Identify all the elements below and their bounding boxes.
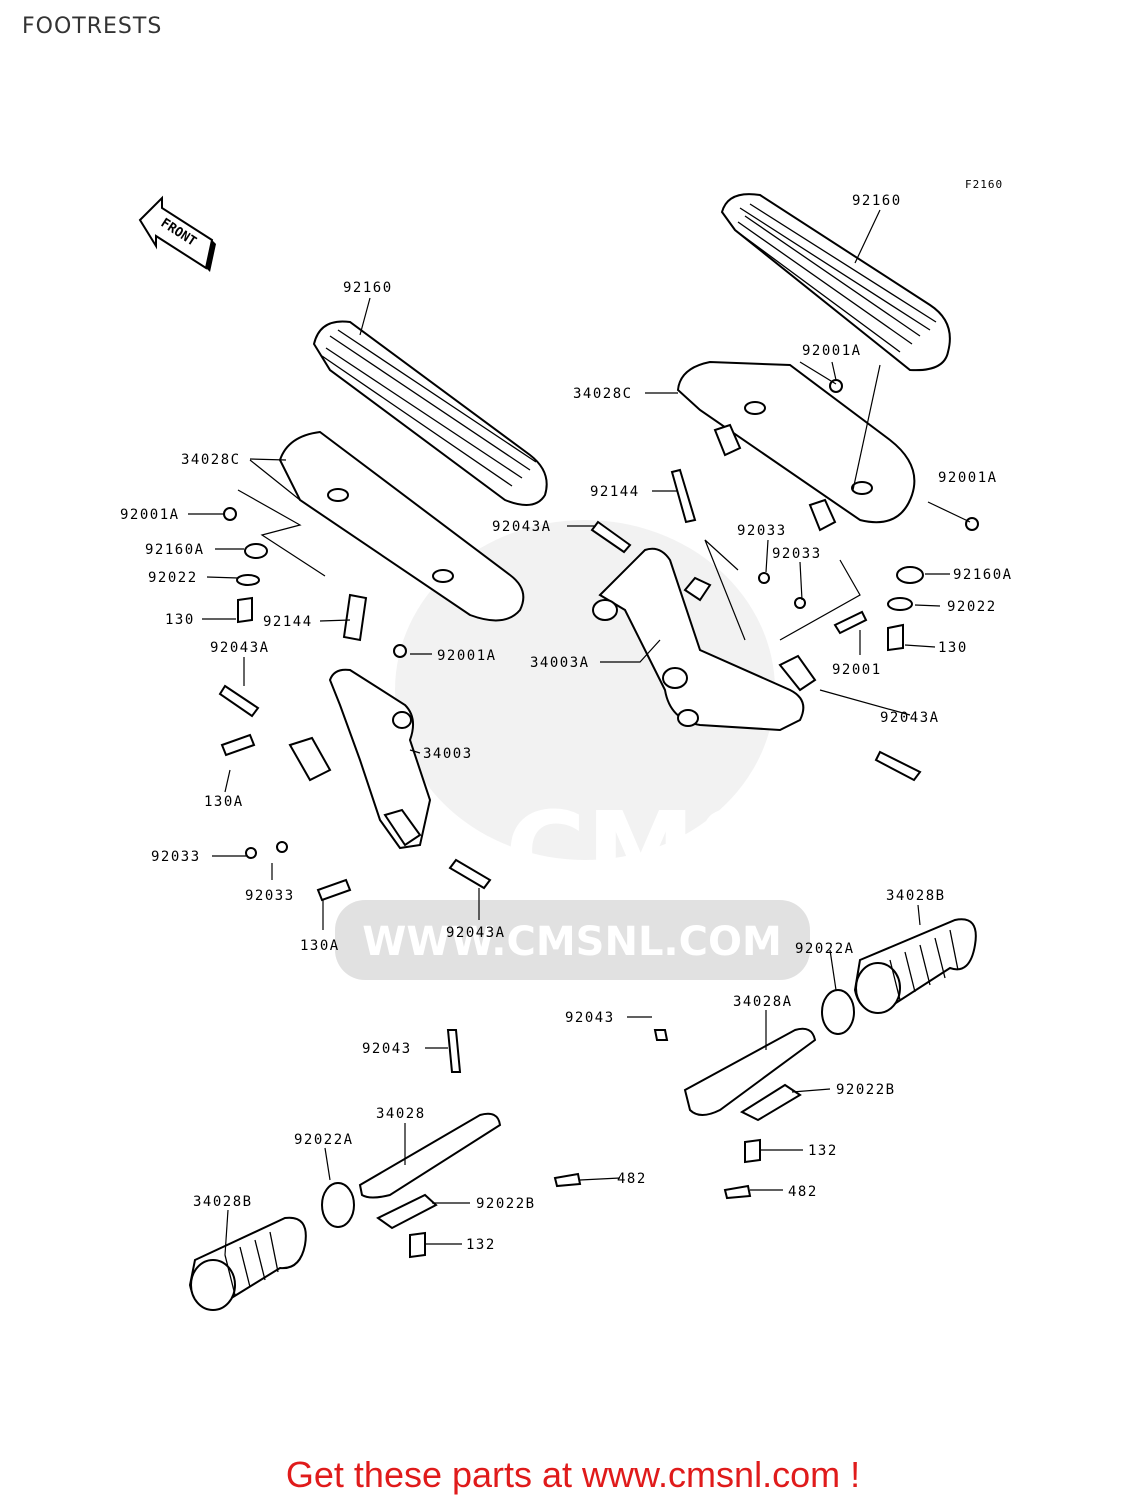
label-92160-right: 92160 — [852, 193, 902, 209]
front-arrow-icon: FRONT — [138, 195, 216, 272]
label-92033-left-a: 92033 — [151, 849, 201, 865]
page-title: FOOTRESTS — [22, 14, 163, 39]
callout-labels: 92160 92001A 34028C 92001A 92144 92043A … — [120, 193, 1013, 1253]
right-small-parts — [590, 379, 979, 782]
label-92043a-right-top: 92043A — [492, 519, 552, 535]
label-92001a-right: 92001A — [938, 470, 998, 486]
label-92144-right: 92144 — [590, 484, 640, 500]
label-92022-left: 92022 — [148, 570, 198, 586]
label-92043-left: 92043 — [362, 1041, 412, 1057]
label-482-right: 482 — [788, 1184, 818, 1200]
label-92033-right-b: 92033 — [772, 546, 822, 562]
left-floorboard-rubber — [312, 320, 548, 506]
label-92144-left: 92144 — [263, 614, 313, 630]
label-92043a-right-bottom: 92043A — [880, 710, 940, 726]
label-34028b-left: 34028B — [193, 1194, 253, 1210]
figure-code: F2160 — [965, 178, 1004, 191]
label-92022-right: 92022 — [947, 599, 997, 615]
label-92001-right: 92001 — [832, 662, 882, 678]
label-92160a-right: 92160A — [953, 567, 1013, 583]
label-92043a-left-top: 92043A — [210, 640, 270, 656]
label-34003-left: 34003 — [423, 746, 473, 762]
label-92043a-left-bottom: 92043A — [446, 925, 506, 941]
right-footpeg-grip — [821, 918, 977, 1035]
label-130-left: 130 — [165, 612, 195, 628]
label-92033-right-a: 92033 — [737, 523, 787, 539]
label-34028a: 34028A — [733, 994, 793, 1010]
label-92001a-left-top: 92001A — [120, 507, 180, 523]
label-92001a-left-bottom: 92001A — [437, 648, 497, 664]
label-34028c-left: 34028C — [181, 452, 241, 468]
label-92022a-left: 92022A — [294, 1132, 354, 1148]
watermark-url: WWW.CMSNL.COM — [362, 919, 782, 965]
left-small-parts — [218, 507, 492, 902]
label-92022a-right: 92022A — [795, 941, 855, 957]
label-130-right: 130 — [938, 640, 968, 656]
label-482-left: 482 — [617, 1171, 647, 1187]
watermark-brand: CMS — [505, 788, 774, 916]
left-floorboard-plate — [278, 430, 525, 622]
leader-lines — [188, 209, 971, 1256]
label-92022b-left: 92022B — [476, 1196, 536, 1212]
right-floorboard-rubber — [720, 193, 951, 372]
label-132-left: 132 — [466, 1237, 496, 1253]
label-34028b-right: 34028B — [886, 888, 946, 904]
label-92022b-right: 92022B — [836, 1082, 896, 1098]
label-34003a-right: 34003A — [530, 655, 590, 671]
label-92001a-right-top: 92001A — [802, 343, 862, 359]
label-92160-left: 92160 — [343, 280, 393, 296]
label-130a-left-top: 130A — [204, 794, 244, 810]
label-132-right: 132 — [808, 1143, 838, 1159]
label-34028c-right: 34028C — [573, 386, 633, 402]
label-130a-left-bottom: 130A — [300, 938, 340, 954]
right-floorboard-bracket — [592, 547, 817, 732]
label-92033-left-b: 92033 — [245, 888, 295, 904]
left-footpeg — [358, 1029, 582, 1259]
right-floorboard-plate — [676, 360, 916, 532]
label-92160a-left: 92160A — [145, 542, 205, 558]
left-floorboard-bracket — [288, 668, 432, 850]
left-footpeg-grip — [188, 1182, 355, 1311]
label-92043-right: 92043 — [565, 1010, 615, 1026]
right-footpeg — [653, 1027, 817, 1200]
label-34028: 34028 — [376, 1106, 426, 1122]
cta-banner[interactable]: Get these parts at www.cmsnl.com ! — [285, 1454, 861, 1495]
